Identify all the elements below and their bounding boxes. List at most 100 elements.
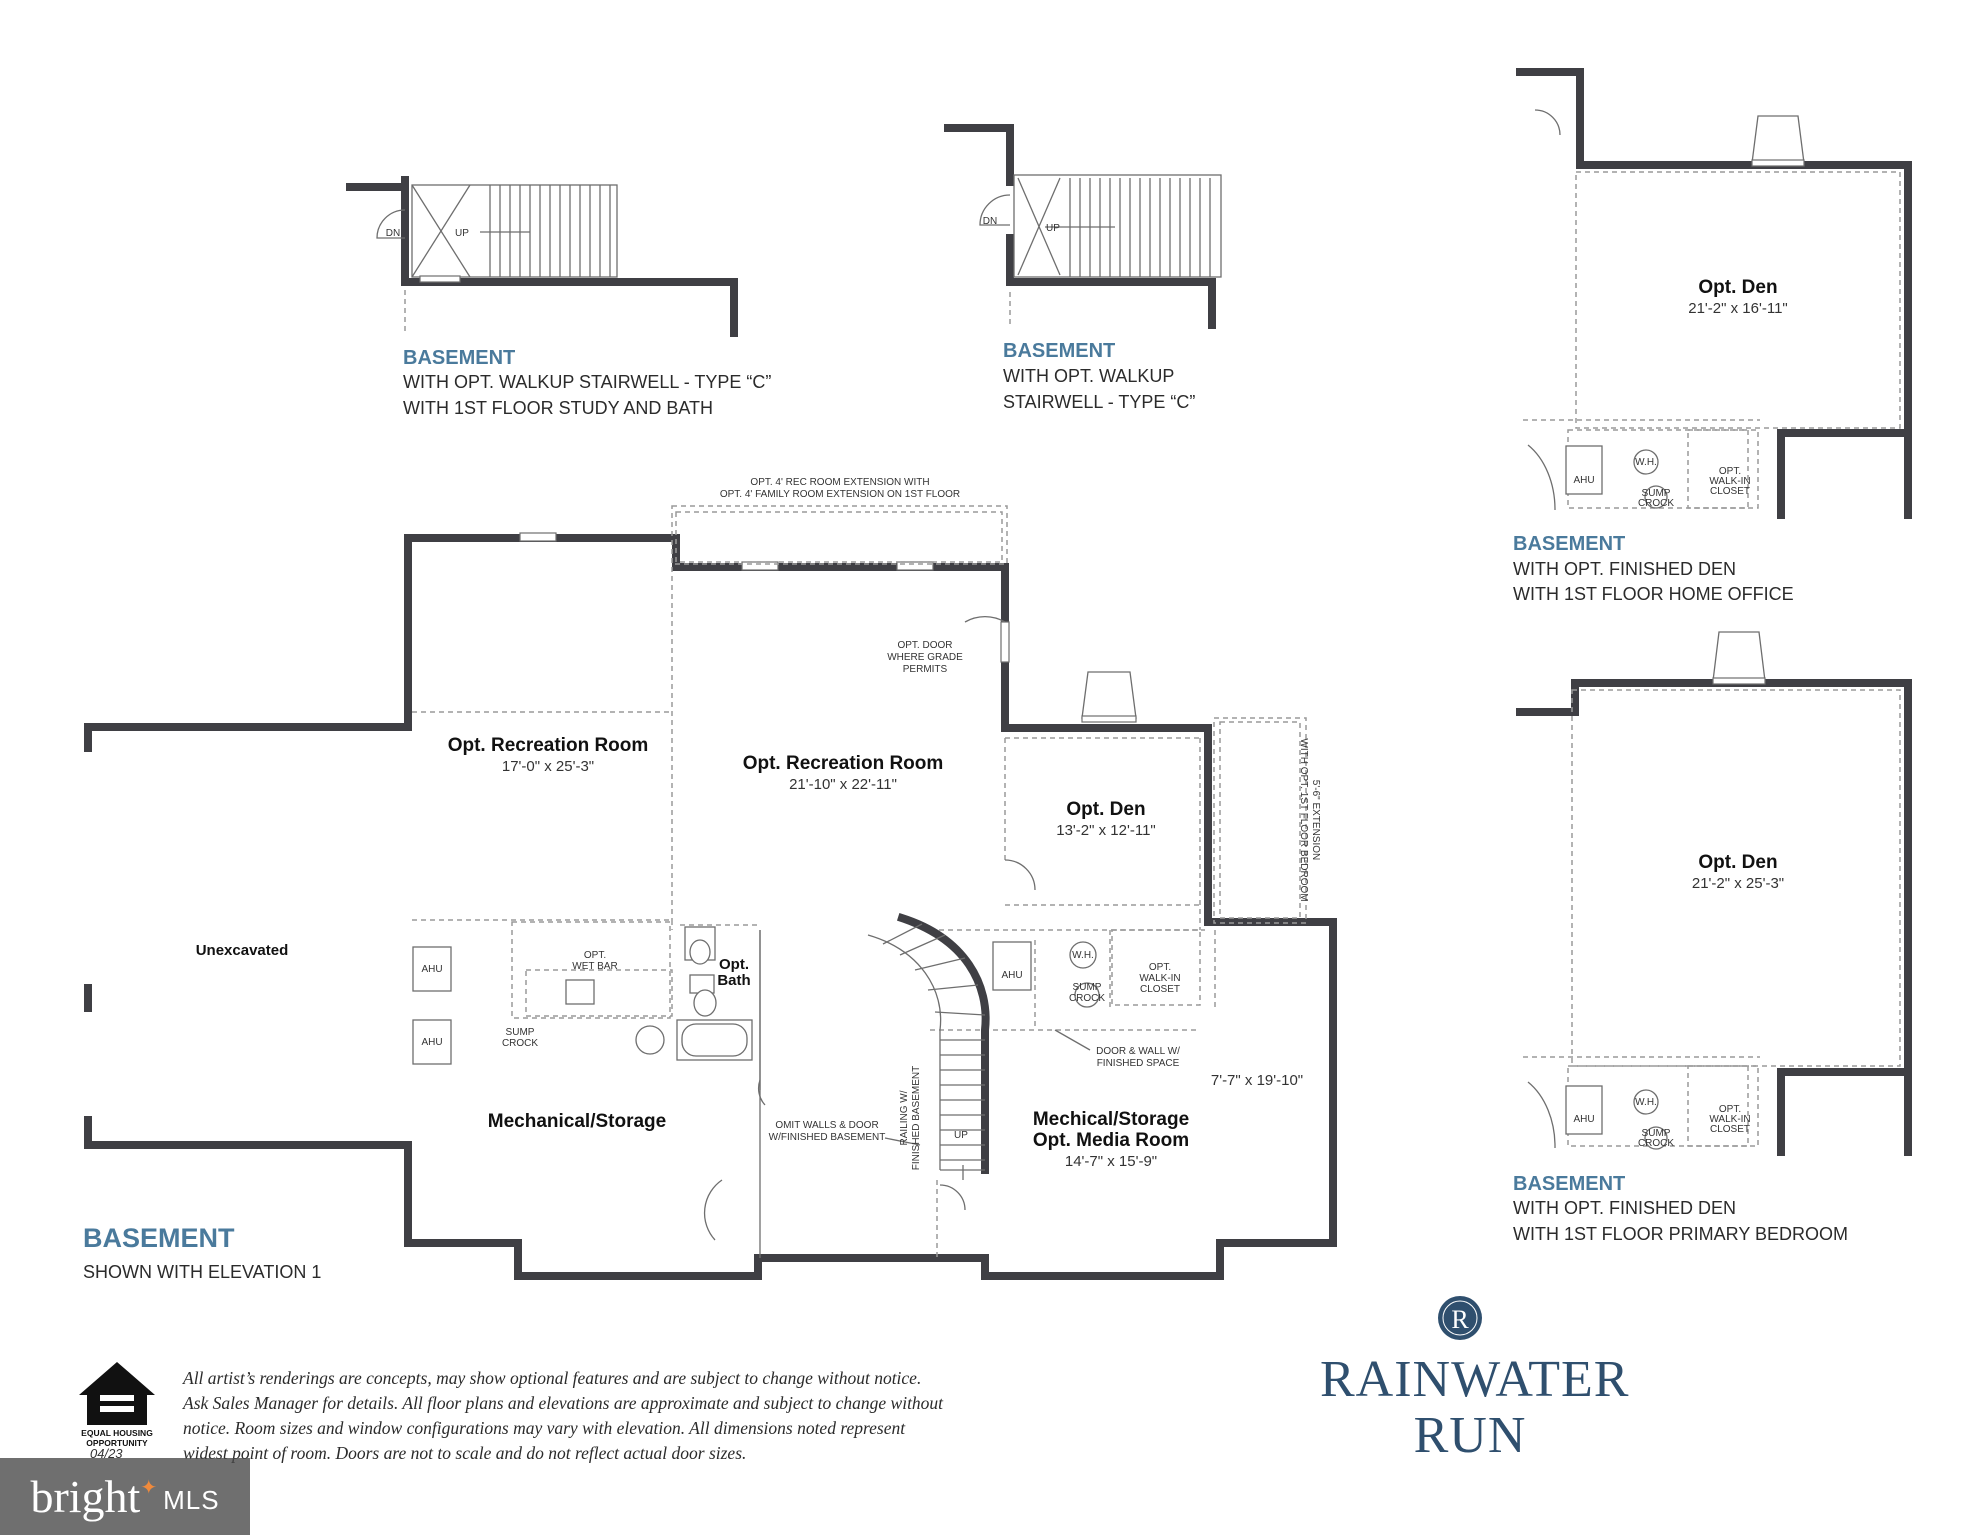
v3-wh: W.H. <box>1635 457 1657 468</box>
sump-left-1: SUMP <box>506 1027 535 1038</box>
railing-note: RAILING W/ FINISHED BASEMENT <box>899 1066 922 1170</box>
variant-2-line1: WITH OPT. WALKUP <box>1003 366 1174 386</box>
v4-closet-2: WALK-IN <box>1709 1114 1750 1125</box>
sump-left-2: CROCK <box>502 1038 538 1049</box>
stair-up-label-2: UP <box>1046 223 1060 234</box>
v4-ahu: AHU <box>1573 1114 1594 1125</box>
closet-main-1: OPT. <box>1149 962 1171 973</box>
v3-sump-1: SUMP <box>1642 488 1671 499</box>
stair-dn-label-1: DN <box>386 228 400 239</box>
v4-sump-2: CROCK <box>1638 1138 1674 1149</box>
railing-note-1: RAILING W/ <box>899 1090 910 1145</box>
variant-2-plan: DN UP BASEMENT WITH OPT. WALKUP STAIRWEL… <box>944 124 1222 412</box>
equal-housing-line1: EQUAL HOUSING <box>81 1428 153 1438</box>
variant-3-plan: AHU W.H. SUMP CROCK OPT. WALK-IN CLOSET … <box>1513 68 1912 604</box>
bath-name-2: Bath <box>717 972 750 989</box>
den-top-name: Opt. Den <box>1698 277 1777 298</box>
wh-main: W.H. <box>1072 950 1094 961</box>
wetbar-note-1: OPT. <box>584 950 606 961</box>
closet-main-3: CLOSET <box>1140 984 1180 995</box>
disclaimer-line-2: Ask Sales Manager for details. All floor… <box>183 1393 944 1413</box>
mech-right-dim: 14'-7" x 15'-9" <box>1065 1153 1157 1170</box>
main-stair-up: UP <box>954 1130 968 1141</box>
curved-stair-treads <box>882 923 986 1161</box>
closet-main-2: WALK-IN <box>1139 973 1180 984</box>
mech-right-name-2: Opt. Media Room <box>1033 1130 1189 1151</box>
opt-door-note-3: PERMITS <box>903 664 948 675</box>
rec-left-dim: 17'-0" x 25'-3" <box>502 758 594 775</box>
rec-center-name: Opt. Recreation Room <box>743 753 944 774</box>
omit-note-1: OMIT WALLS & DOOR <box>775 1120 878 1131</box>
opt-door-note-1: OPT. DOOR <box>897 640 952 651</box>
stair-treads-1 <box>480 185 611 277</box>
extension-note-2: WITH OPT. 1ST FLOOR BEDROOM <box>1298 738 1309 901</box>
variant-4-line2: WITH 1ST FLOOR PRIMARY BEDROOM <box>1513 1224 1848 1244</box>
variant-1-line1: WITH OPT. WALKUP STAIRWELL - TYPE “C” <box>403 372 771 392</box>
brand-monogram-letter: R <box>1451 1305 1469 1334</box>
variant-4-plan: AHU W.H. SUMP CROCK OPT. WALK-IN CLOSET … <box>1513 631 1912 1244</box>
ahu-left-2: AHU <box>421 1037 442 1048</box>
rec-center-dim: 21'-10" x 22'-11" <box>789 776 897 793</box>
stair-treads-2 <box>1045 178 1211 277</box>
brand-monogram: R <box>1438 1296 1482 1340</box>
v4-closet-3: CLOSET <box>1710 1124 1750 1135</box>
brand-wordmark: RAINWATER RUN <box>1320 1351 1630 1464</box>
bath-name-1: Opt. <box>719 956 749 973</box>
main-outer-wall <box>84 534 1337 1280</box>
den-main-dim: 13'-2" x 12'-11" <box>1056 822 1156 839</box>
rec-left-name: Opt. Recreation Room <box>448 735 649 756</box>
mech-left-name: Mechanical/Storage <box>488 1111 666 1132</box>
v4-sump-1: SUMP <box>1642 1128 1671 1139</box>
omit-note-2: W/FINISHED BASEMENT <box>769 1132 886 1143</box>
side-dim: 7'-7" x 19'-10" <box>1211 1072 1303 1089</box>
variant-2-line2: STAIRWELL - TYPE “C” <box>1003 392 1195 412</box>
v3-closet-2: WALK-IN <box>1709 476 1750 487</box>
variant-4-line1: WITH OPT. FINISHED DEN <box>1513 1198 1736 1218</box>
v3-sump-2: CROCK <box>1638 498 1674 509</box>
rec-ext-note-1: OPT. 4' REC ROOM EXTENSION WITH <box>750 477 929 488</box>
sump-right-1: SUMP <box>1073 982 1102 993</box>
brand-line-2: RUN <box>1413 1407 1527 1464</box>
v3-closet-3: CLOSET <box>1710 486 1750 497</box>
equal-housing-label: EQUAL HOUSING OPPORTUNITY <box>78 1428 156 1448</box>
extension-note-1: 5'-6" EXTENSION <box>1310 780 1321 860</box>
variant-1-plan: DN UP BASEMENT WITH OPT. WALKUP STAIRWEL… <box>346 176 771 418</box>
disclaimer-line-3: notice. Room sizes and window configurat… <box>183 1418 906 1438</box>
disclaimer-line-1: All artist’s renderings are concepts, ma… <box>183 1368 922 1388</box>
watermark-word: bright <box>30 1471 141 1522</box>
mech-right-name-1: Mechical/Storage <box>1033 1109 1189 1130</box>
main-subheading: SHOWN WITH ELEVATION 1 <box>83 1262 321 1282</box>
railing-note-2: FINISHED BASEMENT <box>911 1066 922 1170</box>
brand-line-1: RAINWATER <box>1320 1351 1630 1408</box>
stair-up-label-1: UP <box>455 228 469 239</box>
stair-dn-label-2: DN <box>983 216 997 227</box>
watermark-star-icon: ✦ <box>140 1477 158 1499</box>
door-wall-note-1: DOOR & WALL W/ <box>1096 1046 1180 1057</box>
v4-wh: W.H. <box>1635 1097 1657 1108</box>
den-main-name: Opt. Den <box>1066 799 1145 820</box>
bright-mls-watermark: bright ✦ MLS <box>0 1458 250 1535</box>
disclaimer: All artist’s renderings are concepts, ma… <box>183 1366 1033 1466</box>
ahu-left-1: AHU <box>421 964 442 975</box>
extension-note: 5'-6" EXTENSION WITH OPT. 1ST FLOOR BEDR… <box>1298 738 1321 901</box>
variant-1-heading: BASEMENT <box>403 347 515 369</box>
unexcavated-name: Unexcavated <box>196 942 289 959</box>
plan-date: 04/23 <box>90 1446 123 1461</box>
equal-housing-line2: OPPORTUNITY <box>86 1438 148 1448</box>
wetbar-note-2: WET BAR <box>572 961 617 972</box>
main-heading: BASEMENT <box>83 1223 235 1253</box>
watermark-suffix: MLS <box>163 1485 220 1515</box>
den-bottom-dim: 21'-2" x 25'-3" <box>1692 875 1784 892</box>
disclaimer-line-4: widest point of room. Doors are not to s… <box>183 1443 747 1463</box>
main-basement-plan: AHU AHU SUMP CROCK AHU W.H. SUMP CROCK O… <box>83 477 1337 1282</box>
v3-closet-1: OPT. <box>1719 466 1741 477</box>
variant-3-line2: WITH 1ST FLOOR HOME OFFICE <box>1513 584 1794 604</box>
rec-ext-note-2: OPT. 4' FAMILY ROOM EXTENSION ON 1ST FLO… <box>720 489 960 500</box>
den-bottom-name: Opt. Den <box>1698 852 1777 873</box>
variant-4-heading: BASEMENT <box>1513 1173 1625 1195</box>
door-wall-note-2: FINISHED SPACE <box>1097 1058 1180 1069</box>
opt-door-note-2: WHERE GRADE <box>887 652 963 663</box>
variant-1-line2: WITH 1ST FLOOR STUDY AND BATH <box>403 398 713 418</box>
variant-3-line1: WITH OPT. FINISHED DEN <box>1513 559 1736 579</box>
v3-ahu: AHU <box>1573 475 1594 486</box>
